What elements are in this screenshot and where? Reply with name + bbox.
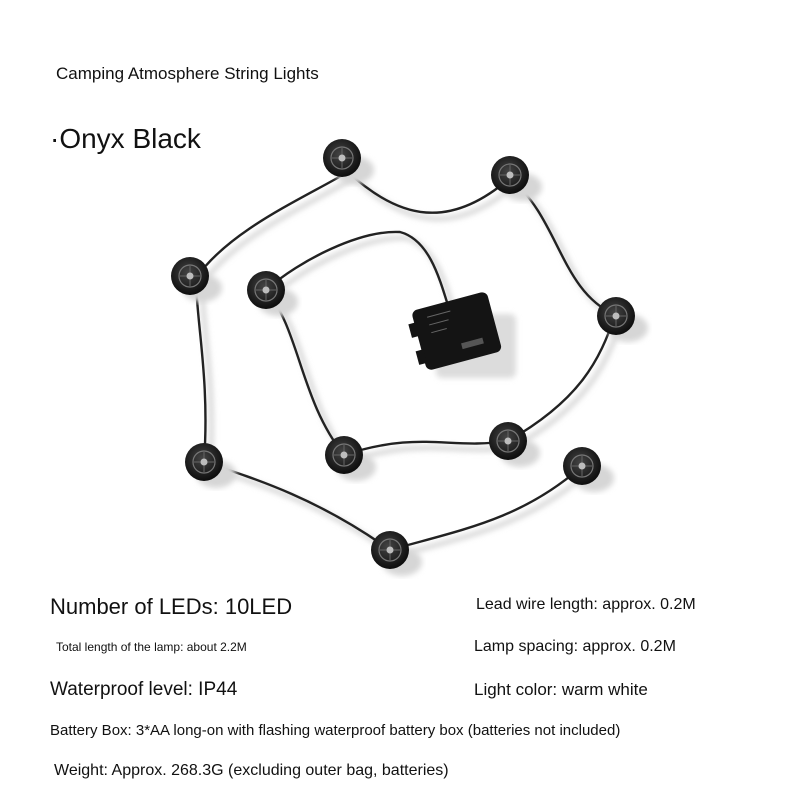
spec-waterproof: Waterproof level: IP44 — [50, 679, 238, 700]
lamp-head — [597, 297, 648, 342]
lamp-head — [325, 436, 376, 481]
spec-light-color: Light color: warm white — [474, 680, 648, 699]
lamp-head — [171, 257, 222, 302]
spec-total-length: Total length of the lamp: about 2.2M — [56, 640, 247, 654]
lamp-head — [185, 443, 236, 488]
spec-led-count: Number of LEDs: 10LED — [50, 594, 293, 619]
spec-weight: Weight: Approx. 268.3G (excluding outer … — [54, 762, 449, 779]
spec-lamp-spacing: Lamp spacing: approx. 0.2M — [474, 638, 676, 655]
battery-box — [408, 292, 516, 378]
lamp-head — [323, 139, 374, 184]
color-variant-title: ·Onyx Black — [50, 123, 201, 154]
product-subtitle: Camping Atmosphere String Lights — [56, 64, 319, 83]
lamp-cable — [194, 170, 581, 552]
lamp-head — [489, 422, 540, 467]
spec-lead-wire: Lead wire length: approx. 0.2M — [476, 596, 696, 613]
lamp-head — [371, 531, 422, 576]
spec-battery-box: Battery Box: 3*AA long-on with flashing … — [50, 722, 621, 739]
lamp-head — [563, 447, 614, 492]
lamp-head — [247, 271, 298, 316]
lamp-head — [491, 156, 542, 201]
